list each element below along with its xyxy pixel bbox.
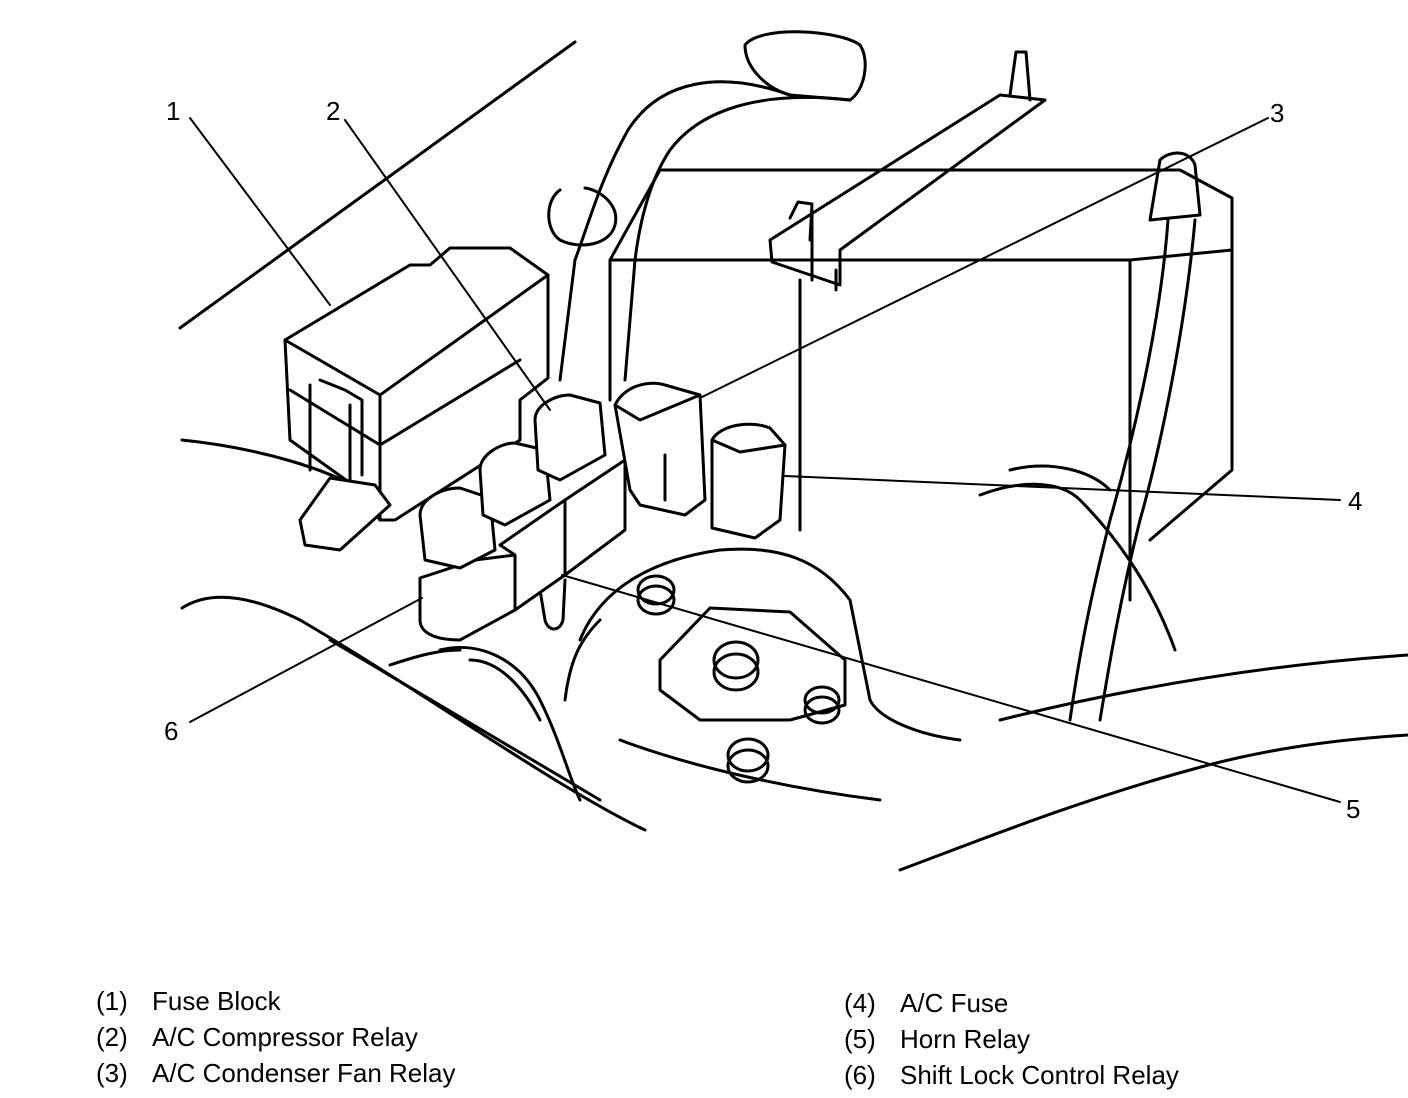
callout-6: 6 xyxy=(164,716,179,746)
leader-lines xyxy=(189,117,1341,803)
legend-label: A/C Fuse xyxy=(900,988,1009,1018)
legend-label: A/C Condenser Fan Relay xyxy=(152,1058,456,1088)
legend-item: (3) A/C Condenser Fan Relay xyxy=(96,1055,455,1091)
legend-number: (6) xyxy=(844,1060,876,1090)
legend-item: (2) A/C Compressor Relay xyxy=(96,1019,455,1055)
legend-item: (1) Fuse Block xyxy=(96,983,455,1019)
leader-1 xyxy=(189,117,331,306)
legend-item: (5) Horn Relay xyxy=(844,1021,1179,1057)
legend-number: (5) xyxy=(844,1024,876,1054)
background-linework xyxy=(178,40,1408,872)
leader-5 xyxy=(561,574,1341,803)
leader-4 xyxy=(784,475,1341,501)
legend-label: A/C Compressor Relay xyxy=(152,1022,418,1052)
legend-label: Shift Lock Control Relay xyxy=(900,1060,1179,1090)
legend-item: (6) Shift Lock Control Relay xyxy=(844,1057,1179,1093)
legend-left: (1) Fuse Block (2) A/C Compressor Relay … xyxy=(96,983,455,1091)
leader-6 xyxy=(189,597,423,723)
leader-3 xyxy=(699,117,1269,399)
legend-number: (2) xyxy=(96,1022,128,1052)
callout-5: 5 xyxy=(1346,794,1361,824)
legend-number: (1) xyxy=(96,986,128,1016)
battery xyxy=(608,50,1234,722)
relays xyxy=(418,381,787,642)
legend-label: Horn Relay xyxy=(900,1024,1031,1054)
engine-bay-diagram xyxy=(178,30,1408,872)
engine-components xyxy=(388,547,962,802)
legend-number: (4) xyxy=(844,988,876,1018)
legend-label: Fuse Block xyxy=(152,986,281,1016)
callout-1: 1 xyxy=(166,96,181,126)
legend-item: (4) A/C Fuse xyxy=(844,985,1179,1021)
callout-2: 2 xyxy=(326,96,341,126)
legend-right: (4) A/C Fuse (5) Horn Relay (6) Shift Lo… xyxy=(844,985,1179,1093)
legend-number: (3) xyxy=(96,1058,128,1088)
callout-4: 4 xyxy=(1348,486,1363,516)
fuse-block xyxy=(283,246,550,552)
leader-2 xyxy=(344,119,551,411)
callout-3: 3 xyxy=(1270,98,1285,128)
hose xyxy=(547,30,867,382)
